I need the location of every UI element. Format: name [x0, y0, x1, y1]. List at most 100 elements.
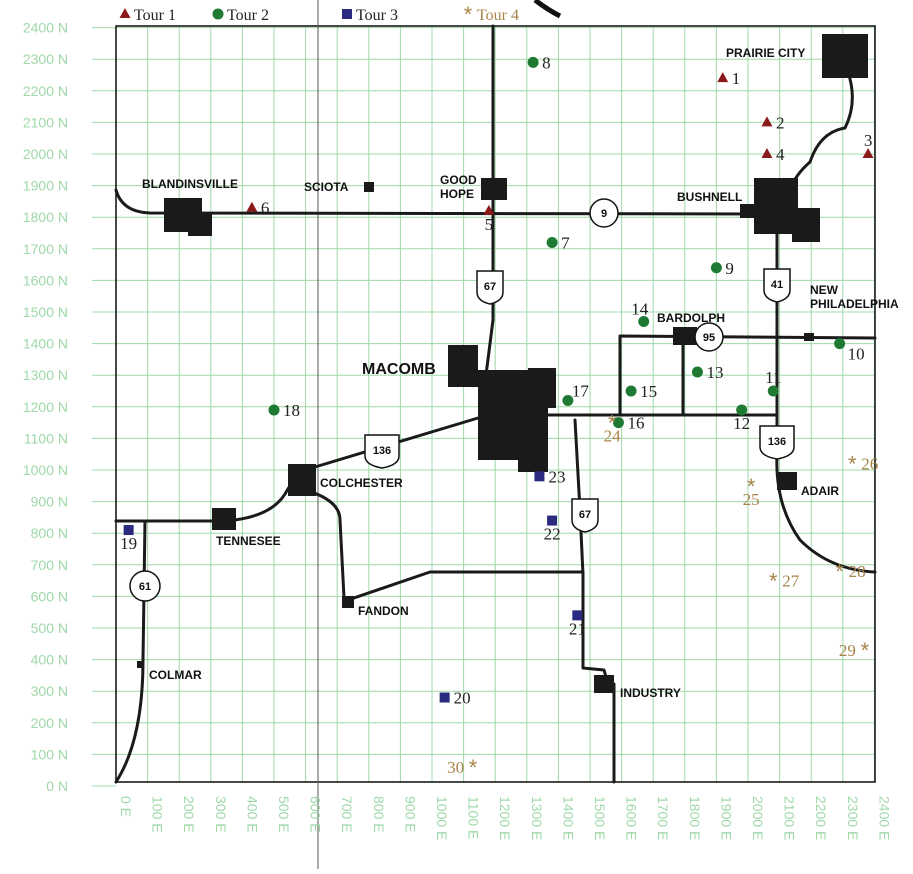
y-axis-label: 1000 N — [23, 462, 68, 478]
tour1-site-6-marker[interactable] — [246, 201, 258, 212]
highway-number: 67 — [484, 281, 496, 293]
tour4-site-28-marker[interactable]: * — [835, 559, 844, 584]
x-axis-label: 1100 E — [466, 796, 482, 839]
highway-shield-67: 67 — [476, 270, 504, 305]
tour2-site-14-marker[interactable] — [638, 315, 650, 327]
town-label-fandon[interactable]: FANDON — [358, 604, 409, 618]
legend-tour4-label: Tour 4 — [477, 7, 519, 24]
legend-tour2-label: Tour 2 — [227, 7, 269, 24]
town-label-prairie-city[interactable]: PRAIRIE CITY — [726, 46, 805, 60]
tour2-site-16-marker[interactable] — [612, 417, 624, 429]
x-axis-label: 1300 E — [529, 796, 545, 840]
tour1-site-2-marker[interactable] — [761, 116, 773, 127]
tour3-site-23-marker[interactable] — [534, 471, 545, 482]
x-axis-label: 700 E — [339, 796, 355, 833]
tour2-site-18-marker[interactable] — [268, 404, 280, 416]
town-label-tennesee[interactable]: TENNESEE — [216, 534, 281, 548]
y-axis-label: 1100 N — [24, 430, 68, 446]
tour3-site-20-marker[interactable] — [439, 692, 450, 703]
tour2-site-11-marker[interactable] — [767, 385, 779, 397]
town-label-sciota[interactable]: SCIOTA — [304, 180, 349, 194]
x-axis-label: 400 E — [244, 796, 260, 833]
town-label-colmar[interactable]: COLMAR — [149, 668, 202, 682]
town-label-blandinsville[interactable]: BLANDINSVILLE — [142, 177, 238, 191]
tour2-site-7-marker[interactable] — [546, 236, 558, 248]
x-axis-label: 1000 E — [434, 796, 450, 840]
legend-tour1-triangle-icon[interactable] — [119, 8, 131, 18]
highway-shield-61: 61 — [129, 570, 161, 602]
highway-number: 95 — [703, 332, 715, 344]
legend-tour3-label: Tour 3 — [356, 7, 398, 24]
y-axis-label: 500 N — [31, 620, 68, 636]
tour4-site-26-label: 26 — [861, 455, 878, 474]
legend-tour3-square-icon[interactable] — [342, 9, 352, 19]
x-axis-label: 800 E — [371, 796, 387, 833]
town-label-industry[interactable]: INDUSTRY — [620, 686, 681, 700]
y-axis-label: 1800 N — [23, 209, 68, 225]
legend-tour4-asterisk-icon[interactable]: * — [464, 2, 473, 27]
tour2-site-18-label: 18 — [283, 401, 300, 420]
tour3-site-19-marker[interactable] — [123, 525, 134, 536]
tour3-site-21-marker[interactable] — [572, 610, 583, 621]
tour1-site-5-marker[interactable] — [483, 204, 495, 215]
x-axis-label: 1700 E — [655, 796, 671, 840]
tour2-site-13-label: 13 — [706, 363, 723, 382]
highway-shield-67: 67 — [571, 498, 599, 533]
tour2-site-13-marker[interactable] — [691, 366, 703, 378]
town-block-bushnell — [740, 204, 758, 218]
tour4-site-24-marker[interactable]: * — [608, 411, 617, 436]
tour3-site-21-label: 21 — [569, 619, 586, 638]
highway-number: 67 — [579, 509, 591, 521]
highway-shield-136: 136 — [364, 434, 400, 469]
x-axis-label: 300 E — [213, 796, 229, 833]
y-axis-label: 100 N — [31, 746, 68, 762]
tour2-site-8-marker[interactable] — [527, 56, 539, 68]
x-axis-label: 1500 E — [592, 796, 608, 840]
town-label-bardolph[interactable]: BARDOLPH — [657, 311, 725, 325]
tour4-site-30-marker[interactable]: * — [469, 755, 478, 780]
tour4-site-25-marker[interactable]: * — [747, 474, 756, 499]
tour4-site-27-marker[interactable]: * — [769, 569, 778, 594]
tour1-site-5-label: 5 — [485, 215, 494, 234]
town-label-adair[interactable]: ADAIR — [801, 484, 839, 498]
x-axis-label: 2000 E — [750, 796, 766, 840]
town-label-macomb[interactable]: MACOMB — [362, 361, 436, 378]
town-block-bardolph — [673, 327, 697, 345]
town-label-bushnell[interactable]: BUSHNELL — [677, 190, 742, 204]
tour4-site-26-marker[interactable]: * — [848, 452, 857, 477]
y-axis-label: 2100 N — [23, 114, 68, 130]
tour2-site-9-marker[interactable] — [710, 262, 722, 274]
y-axis-label: 600 N — [31, 588, 68, 604]
tour2-site-17-marker[interactable] — [562, 394, 574, 406]
town-block-colchester — [288, 464, 316, 496]
road-fandon-east — [346, 570, 585, 602]
x-axis-label: 1600 E — [624, 796, 640, 840]
town-block-macomb — [448, 345, 478, 387]
tour1-site-3-label: 3 — [864, 131, 873, 150]
tour2-site-15-marker[interactable] — [625, 385, 637, 397]
road-colchester-south — [303, 488, 352, 607]
tour2-site-10-label: 10 — [848, 345, 865, 364]
tour1-site-3-marker[interactable] — [862, 148, 874, 158]
road-route-67-south — [573, 418, 610, 686]
town-label-colchester[interactable]: COLCHESTER — [320, 476, 403, 490]
map-frame — [115, 25, 876, 783]
tour2-site-9-label: 9 — [725, 259, 734, 278]
highway-number: 136 — [768, 436, 786, 448]
tour3-site-22-marker[interactable] — [547, 515, 558, 526]
tour1-site-4-marker[interactable] — [761, 148, 773, 158]
road-prairie-city-spur — [788, 70, 854, 192]
tour2-site-10-marker[interactable] — [834, 338, 846, 350]
tour1-site-2-label: 2 — [776, 113, 785, 132]
tour4-site-29-marker[interactable]: * — [861, 638, 870, 663]
y-axis-label: 200 N — [31, 715, 68, 731]
tour1-site-1-marker[interactable] — [717, 72, 729, 83]
tour2-site-12-marker[interactable] — [736, 404, 748, 416]
legend-tour2-circle-icon[interactable] — [212, 8, 224, 20]
highway-number: 61 — [139, 581, 151, 593]
